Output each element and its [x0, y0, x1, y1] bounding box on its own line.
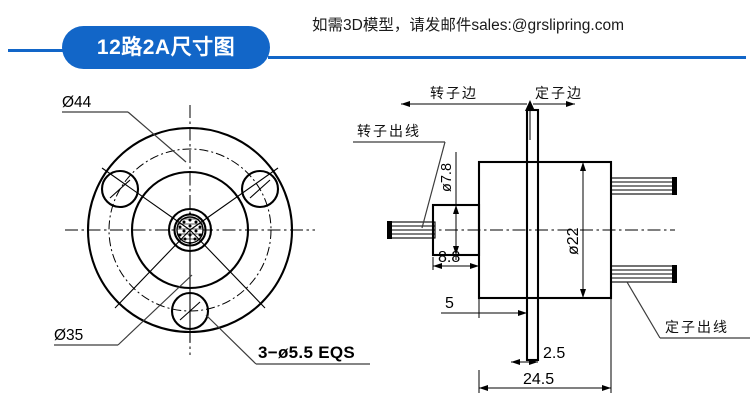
label-body-diameter: ø22 — [565, 227, 582, 255]
label-stator-side: 定子边 — [535, 85, 583, 101]
front-view-drawing: Ø44 Ø35 3−ø5.5 EQS — [40, 70, 380, 414]
leader-stator-lead — [626, 281, 750, 339]
front-view-radial-lines — [101, 167, 279, 342]
header-rule-right — [268, 56, 746, 59]
title-badge-label: 12路2A尺寸图 — [96, 36, 236, 59]
label-overall-length: 24.5 — [523, 371, 554, 388]
page-header: 12路2A尺寸图 如需3D模型，请发邮件sales:@grslipring.co… — [0, 0, 750, 70]
label-bolt-circle-diameter: Ø35 — [54, 327, 83, 344]
title-badge: 12路2A尺寸图 — [62, 26, 270, 69]
dimension-overall-length — [478, 298, 612, 393]
label-flange-offset: 5 — [445, 295, 454, 312]
main-body — [477, 160, 613, 300]
label-rotor-side: 转子边 — [430, 85, 478, 101]
label-stator-lead: 定子出线 — [665, 319, 729, 335]
label-outer-diameter: Ø44 — [62, 94, 92, 111]
dimension-flange-offset — [441, 298, 527, 318]
rotor-lead-wire — [387, 221, 436, 239]
label-flange-thickness: 2.5 — [543, 345, 565, 362]
side-orientation-arrows — [401, 100, 575, 140]
header-rule-left — [8, 49, 70, 52]
leader-rotor-lead — [353, 141, 446, 229]
dimension-shaft-diameter — [453, 152, 459, 255]
leader-hole-callout — [205, 314, 370, 365]
stator-lead-wire-lower — [610, 265, 677, 283]
stator-lead-wire-upper — [610, 177, 677, 195]
leader-d44 — [62, 111, 187, 163]
bolt-hole-top-right — [240, 169, 280, 209]
dimension-flange-thickness — [511, 359, 538, 365]
leader-d35 — [54, 274, 193, 346]
drawings-area: Ø44 Ø35 3−ø5.5 EQS — [0, 70, 750, 414]
dimension-shaft-length — [432, 257, 480, 270]
label-hole-callout: 3−ø5.5 EQS — [258, 343, 355, 362]
bolt-hole-top-left — [100, 169, 140, 209]
side-view-drawing: 转子边 定子边 转子出线 定子出线 — [353, 70, 750, 414]
label-shaft-length: 8.8 — [438, 249, 460, 266]
label-rotor-lead: 转子出线 — [357, 123, 421, 139]
mounting-flange — [525, 108, 540, 362]
dimension-body-diameter — [580, 162, 586, 298]
contact-note: 如需3D模型，请发邮件sales:@grslipring.com — [312, 17, 625, 34]
label-shaft-diameter: ø7.8 — [439, 163, 455, 192]
